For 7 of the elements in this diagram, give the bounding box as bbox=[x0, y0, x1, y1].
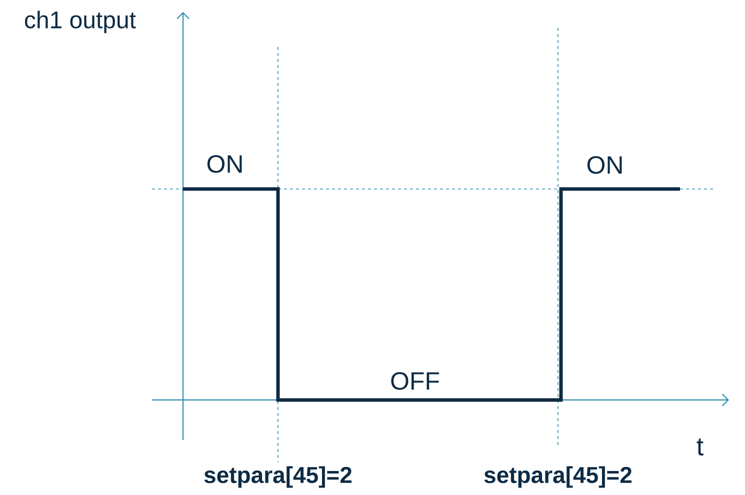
state-label: ON bbox=[207, 155, 242, 173]
axis-label: t bbox=[696, 438, 704, 456]
state-label: OFF bbox=[391, 372, 439, 390]
event-label: setpara[45]=2 bbox=[484, 466, 632, 488]
event-label: setpara[45]=2 bbox=[204, 466, 352, 488]
axis-label: ch1 output bbox=[24, 10, 136, 34]
state-label: ON bbox=[587, 156, 622, 174]
